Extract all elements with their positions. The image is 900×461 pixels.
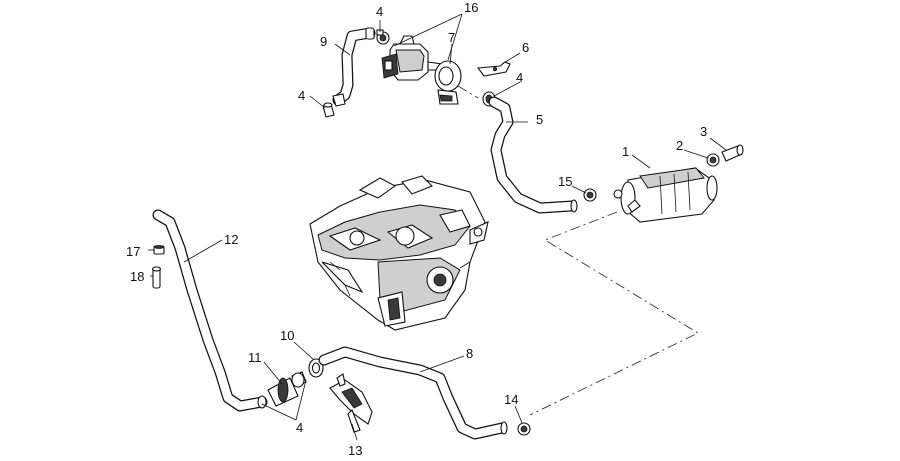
callout-15: 14 (504, 392, 518, 407)
callout-4-bottom: 4 (296, 420, 303, 435)
callout-13: 12 (224, 232, 238, 247)
hose-clamp-4-top (376, 29, 390, 45)
callout-4-left: 4 (298, 88, 305, 103)
hose-8 (332, 27, 376, 107)
hose-clamp-4-bottom (257, 395, 267, 409)
ring-11 (308, 358, 324, 378)
callout-5: 5 (536, 112, 543, 127)
routing-dashed-line (457, 85, 699, 416)
bracket-6 (476, 61, 511, 77)
callout-labels: 4 16 9 7 6 4 4 5 1 2 3 15 12 17 18 10 8 … (126, 0, 707, 458)
callout-11: 10 (280, 328, 294, 343)
plug-18 (151, 266, 162, 289)
check-valve-12 (267, 371, 307, 407)
charcoal-canister-1 (613, 167, 718, 223)
callout-2: 2 (676, 138, 683, 153)
bracket-10 (329, 373, 373, 433)
hose-5 (488, 96, 578, 214)
hose-9 (318, 346, 508, 440)
solenoid-valve-16 (381, 35, 443, 81)
callout-7: 7 (448, 30, 455, 45)
cylinder-head (309, 175, 489, 331)
hose-clamp-4-left (322, 102, 335, 118)
hose-13 (152, 209, 268, 412)
callout-12: 11 (248, 350, 262, 365)
callout-14: 15 (558, 174, 572, 189)
callout-17: 17 (126, 244, 140, 259)
callout-18: 18 (130, 269, 144, 284)
callout-6: 6 (522, 40, 529, 55)
hose-clamp-2 (706, 153, 720, 167)
callout-9: 8 (466, 346, 473, 361)
leader-lines (148, 13, 727, 441)
hose-clamp-14 (583, 188, 597, 202)
callout-3: 3 (700, 124, 707, 139)
callout-4-top: 4 (376, 4, 383, 19)
callout-10: 13 (348, 443, 362, 458)
callout-16: 16 (464, 0, 478, 15)
hose-3 (721, 144, 744, 162)
bracket-7 (434, 60, 462, 105)
callout-1: 1 (622, 144, 629, 159)
callout-8: 9 (320, 34, 327, 49)
hose-clamp-15 (517, 422, 531, 436)
cap-17 (153, 245, 165, 255)
callout-4-right: 4 (516, 70, 523, 85)
